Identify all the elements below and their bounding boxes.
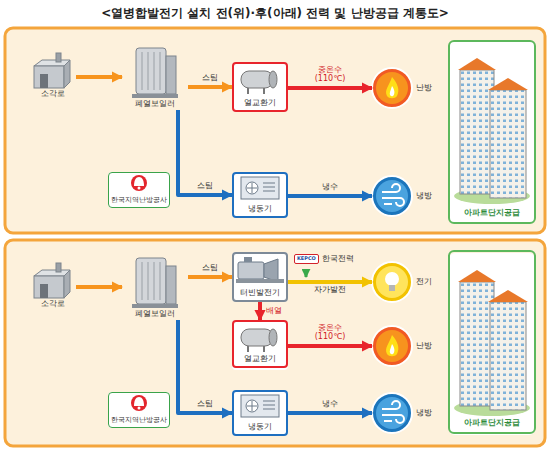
turbine-box: 터빈발전기 xyxy=(232,252,288,302)
node-label: 아파트단지공급 xyxy=(464,209,520,218)
boiler-box: 폐열보일러 xyxy=(122,254,188,320)
chiller-box: 냉동기 xyxy=(232,172,288,218)
flow-arrow xyxy=(188,85,232,89)
flow-label: 스팀 xyxy=(197,400,213,409)
flow-arrow xyxy=(288,344,372,348)
kdhc-box: 한국지역난방공사 xyxy=(108,172,170,208)
heat-exchanger-icon xyxy=(232,62,288,112)
flow-label: 중온수 (110℃) xyxy=(308,66,352,84)
node-label: 난방 xyxy=(416,84,432,93)
flow-arrow xyxy=(188,275,232,279)
top-panel xyxy=(5,28,545,233)
node-label: 소각로 xyxy=(41,90,65,99)
flow-label: 냉수 xyxy=(322,400,338,409)
flow-label: 자가발전 xyxy=(314,286,346,295)
node-label: KEPCO xyxy=(294,254,319,264)
cooling-circle: 냉방 xyxy=(372,393,434,433)
heating-icon xyxy=(372,68,412,108)
boiler-box: 폐열보일러 xyxy=(122,44,188,110)
flow-arrow xyxy=(76,285,122,289)
electricity-icon xyxy=(372,262,412,302)
node-label: 소각로 xyxy=(41,300,65,309)
cooling-icon xyxy=(372,393,412,433)
kdhc-logo xyxy=(108,392,170,428)
kdhc-logo xyxy=(108,172,170,208)
incinerator-box: 소각로 xyxy=(30,52,76,100)
flow-label: 중온수 (110℃) xyxy=(308,324,352,342)
node-label: 전기 xyxy=(416,278,432,287)
node-label: 열교환기 xyxy=(244,99,276,108)
node-label: 한국지역난방공사 xyxy=(111,197,167,205)
flow-arrow xyxy=(178,320,232,413)
node-label: 냉동기 xyxy=(248,423,272,432)
flow-arrow xyxy=(288,280,372,284)
flow-label: 스팀 xyxy=(202,74,218,83)
apartment-icon xyxy=(449,41,535,223)
apartment-box: 아파트단지공급 xyxy=(448,40,536,224)
supply-arrow xyxy=(305,270,308,277)
flow-arrow xyxy=(178,110,232,195)
node-label: 한국전력 xyxy=(322,255,354,264)
bottom-panel xyxy=(5,240,545,446)
apartment-box: 아파트단지공급 xyxy=(448,250,536,434)
flow-arrow xyxy=(76,75,122,79)
boiler-icon xyxy=(132,258,178,308)
heating-circle: 난방 xyxy=(372,68,434,108)
heating-circle: 난방 xyxy=(372,326,434,366)
node-label: 한국지역난방공사 xyxy=(111,417,167,425)
node-label: 터빈발전기 xyxy=(240,289,280,298)
flow-label: 배열 xyxy=(266,307,282,316)
incinerator-icon xyxy=(34,263,70,298)
flow-arrow xyxy=(288,194,372,198)
kepco-logo: KEPCO한국전력 xyxy=(294,250,360,268)
heat-exchanger-box: 열교환기 xyxy=(232,320,288,368)
node-label: 폐열보일러 xyxy=(135,310,175,319)
node-label: 열교환기 xyxy=(244,355,276,364)
node-label: 냉방 xyxy=(416,192,432,201)
turbine-icon xyxy=(232,252,288,302)
flow-arrow xyxy=(258,302,262,320)
flow-label: 스팀 xyxy=(197,182,213,191)
electricity-circle: 전기 xyxy=(372,262,434,302)
node-label: 아파트단지공급 xyxy=(464,419,520,428)
heat-exchanger-icon xyxy=(232,320,288,370)
flow-label: 냉수 xyxy=(322,183,338,192)
flow-label: 스팀 xyxy=(202,264,218,273)
kdhc-box: 한국지역난방공사 xyxy=(108,392,170,428)
boiler-icon xyxy=(132,48,178,98)
node-label: 난방 xyxy=(416,342,432,351)
node-label: 폐열보일러 xyxy=(135,100,175,109)
heating-icon xyxy=(372,326,412,366)
incinerator-box: 소각로 xyxy=(30,262,76,310)
chiller-icon xyxy=(232,172,288,218)
flow-arrow xyxy=(288,411,372,415)
diagram-title: <열병합발전기 설치 전(위)·후(아래) 전력 및 난방공급 계통도> xyxy=(0,5,550,22)
incinerator-icon xyxy=(34,53,70,88)
apartment-icon xyxy=(449,253,535,435)
flow-arrow xyxy=(288,86,372,90)
chiller-box: 냉동기 xyxy=(232,390,288,436)
chiller-icon xyxy=(232,390,288,436)
cooling-icon xyxy=(372,176,412,216)
node-label: 냉방 xyxy=(416,409,432,418)
heat-exchanger-box: 열교환기 xyxy=(232,62,288,112)
node-label: 냉동기 xyxy=(248,205,272,214)
cooling-circle: 냉방 xyxy=(372,176,434,216)
